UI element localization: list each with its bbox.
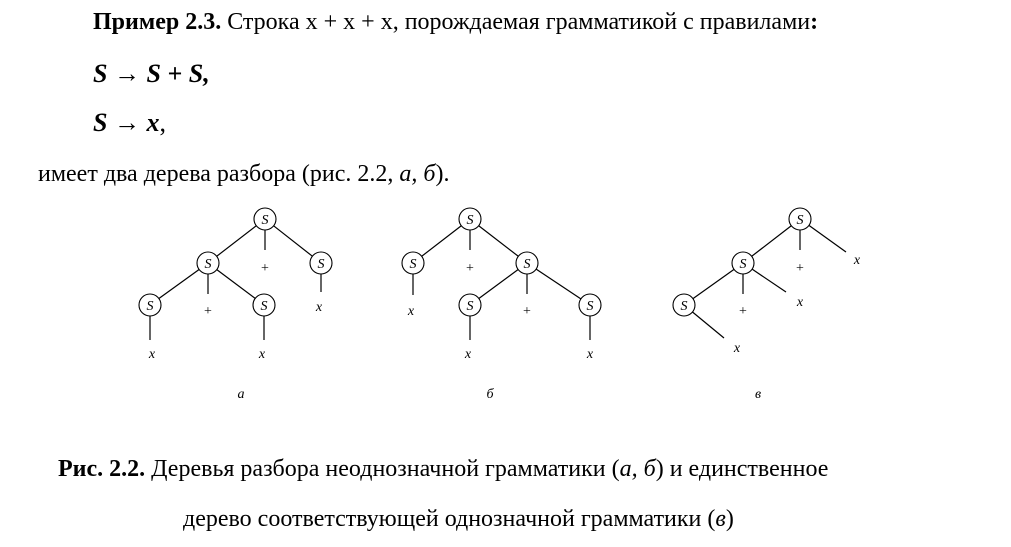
tree-edge: [692, 311, 725, 339]
nonterminal-s: S: [205, 257, 212, 272]
tree-c-ll-s: S: [672, 293, 696, 317]
tree-c-leaf-1: x: [733, 341, 741, 356]
nonterminal-s: S: [262, 213, 269, 228]
plus-terminal: +: [204, 304, 212, 319]
tree-a-leaf-3: x: [315, 300, 323, 315]
tree-c-leaf-2: x: [796, 295, 804, 310]
tree-edge: [808, 224, 847, 253]
tree-edge: [751, 268, 787, 293]
example-heading-line: Пример 2.3. Строка x + x + x, порождаема…: [93, 8, 818, 36]
plus-terminal: +: [523, 304, 531, 319]
tree-b-rr-s: S: [578, 293, 602, 317]
nonterminal-s: S: [524, 257, 531, 272]
example-text: Строка x + x + x, порождаемая грамматико…: [221, 9, 811, 35]
rule-1-lhs: S: [93, 59, 108, 88]
nonterminal-s: S: [797, 213, 804, 228]
rule-2-tail: ,: [159, 108, 166, 137]
example-colon: :: [810, 9, 819, 35]
figure-caption-line-2: дерево соответствующей однозначной грамм…: [183, 505, 734, 533]
figure-caption-label: Рис. 2.2.: [58, 456, 146, 482]
plus-terminal: +: [739, 304, 747, 319]
rule-2-lhs: S: [93, 108, 108, 137]
tree-edge: [478, 269, 519, 299]
nonterminal-s: S: [467, 213, 474, 228]
tree-captions: а б в: [238, 387, 762, 402]
plus-terminal: +: [466, 261, 474, 276]
tree-caption: в: [755, 387, 761, 402]
tree-a-leaf-1: x: [148, 347, 156, 362]
tree-c-root: S: [788, 207, 812, 231]
tree-edge: [216, 269, 256, 299]
tree-edge: [216, 225, 257, 257]
tree-b-leaf-3: x: [586, 347, 594, 362]
nonterminal-s: S: [318, 257, 325, 272]
grammar-rule-1: S → S + S,: [93, 60, 210, 88]
tree-b-root: S: [458, 207, 482, 231]
tree-a-lr-s: S: [252, 293, 276, 317]
grammar-rule-2: S → x,: [93, 109, 166, 137]
figure-caption-end-2: ): [725, 506, 734, 532]
tree-labels: + + x x x + x + x x + x + x x: [148, 253, 861, 362]
nonterminal-s: S: [587, 299, 594, 314]
tree-edge: [751, 225, 792, 257]
figure-caption-ref: в: [715, 506, 726, 532]
nonterminal-s: S: [681, 299, 688, 314]
tree-a-right-s: S: [309, 251, 333, 275]
plus-terminal: +: [261, 261, 269, 276]
tree-caption: б: [486, 387, 494, 402]
nonterminal-s: S: [740, 257, 747, 272]
tree-b-left-s: S: [401, 251, 425, 275]
figure-caption-line-1: Рис. 2.2. Деревья разбора неоднозначной …: [58, 455, 828, 483]
figure-caption-refs: а, б: [619, 456, 656, 482]
tree-b-right-s: S: [515, 251, 539, 275]
tree-b-leaf-1: x: [407, 304, 415, 319]
tree-a-ll-s: S: [138, 293, 162, 317]
tree-edge: [535, 268, 582, 300]
tree-c-leaf-3: x: [853, 253, 861, 268]
tree-b-rl-s: S: [458, 293, 482, 317]
rule-1-rhs: S + S: [146, 59, 204, 88]
figure-caption-text-1: Деревья разбора неоднозначной грамматики…: [145, 456, 620, 482]
tree-caption: а: [238, 387, 245, 402]
tree-edge: [478, 225, 519, 257]
tree-a-leaf-2: x: [258, 347, 266, 362]
tree-b-leaf-2: x: [464, 347, 472, 362]
example-heading: Пример 2.3.: [93, 9, 222, 35]
tree-nodes: S S S S S S S S S S S S S: [138, 207, 812, 317]
nonterminal-s: S: [147, 299, 154, 314]
rule-2-rhs: x: [146, 108, 160, 137]
rule-2-arrow: →: [113, 108, 140, 137]
figure-caption-text-2: дерево соответствующей однозначной грамм…: [183, 506, 716, 532]
nonterminal-s: S: [410, 257, 417, 272]
tree-edge: [421, 225, 462, 257]
figure-caption-end-1: ) и единственное: [655, 456, 829, 482]
sentence-start: имеет два дерева разбора (рис. 2.2,: [38, 161, 400, 187]
tree-edge: [158, 268, 200, 300]
plus-terminal: +: [796, 261, 804, 276]
tree-c-left-s: S: [731, 251, 755, 275]
sentence-end: ).: [435, 161, 450, 187]
tree-edge: [692, 268, 735, 300]
rule-1-arrow: →: [113, 59, 140, 88]
tree-a-root: S: [253, 207, 277, 231]
nonterminal-s: S: [261, 299, 268, 314]
rule-1-tail: ,: [203, 59, 210, 88]
tree-a-left-s: S: [196, 251, 220, 275]
nonterminal-s: S: [467, 299, 474, 314]
parse-trees-sentence: имеет два дерева разбора (рис. 2.2, а, б…: [38, 160, 449, 188]
tree-edge: [273, 225, 313, 257]
tree-edges: [149, 224, 847, 340]
sentence-refs: а, б: [399, 161, 436, 187]
